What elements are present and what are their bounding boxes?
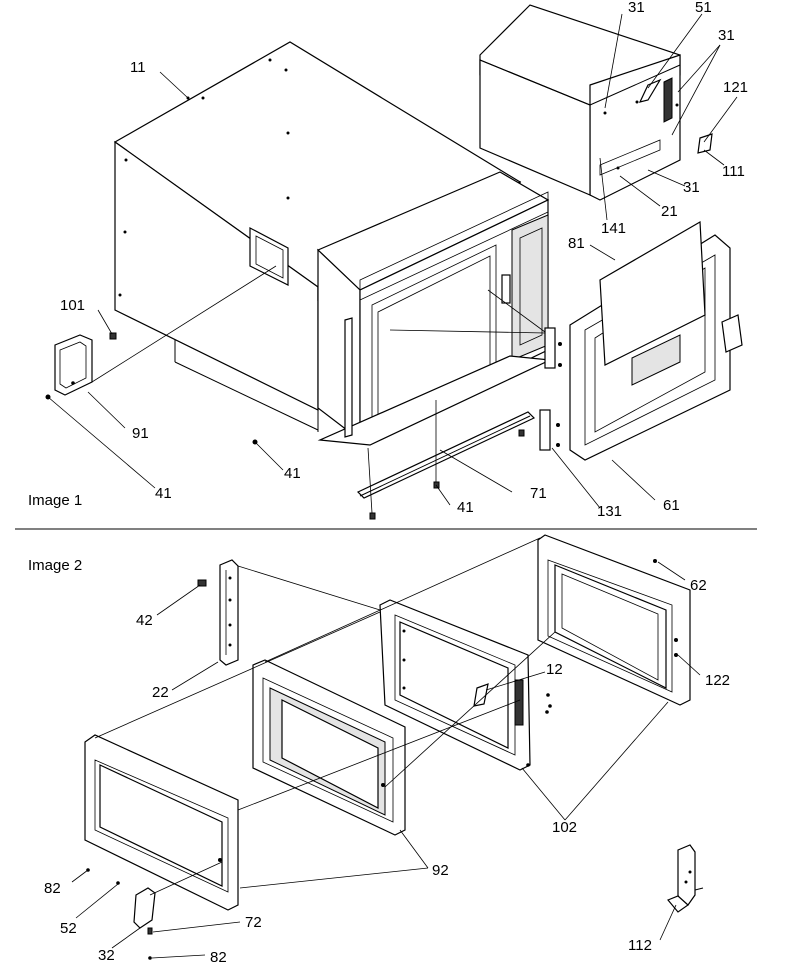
door-assembly xyxy=(539,220,743,461)
outer-door-frame xyxy=(537,534,691,706)
callout-111: 111 xyxy=(722,163,745,180)
callout-31-b: 31 xyxy=(718,27,735,44)
callout-41-c: 41 xyxy=(457,499,474,516)
callout-102: 102 xyxy=(552,819,577,836)
callout-71: 71 xyxy=(530,485,547,502)
callout-141: 141 xyxy=(601,220,626,237)
callout-82-a: 82 xyxy=(44,880,61,897)
middle-door-frame xyxy=(379,599,552,771)
section-label-image-2: Image 2 xyxy=(28,557,82,574)
image-1-exploded-view: 11 31 51 31 121 111 31 21 141 81 101 91 … xyxy=(28,0,748,520)
callout-12: 12 xyxy=(546,661,563,678)
callout-92: 92 xyxy=(432,862,449,879)
callout-42: 42 xyxy=(136,612,153,629)
callout-81: 81 xyxy=(568,235,585,252)
callout-122: 122 xyxy=(705,672,730,689)
callouts-image-2: 42 22 62 12 122 102 92 82 52 32 72 82 11… xyxy=(44,577,730,966)
callout-72: 72 xyxy=(245,914,262,931)
inner-door-panel xyxy=(252,659,406,836)
control-enclosure xyxy=(479,4,713,201)
leader-lines-image-2 xyxy=(71,537,701,959)
callout-101: 101 xyxy=(60,297,85,314)
leader-lines-image-1 xyxy=(47,13,738,514)
side-access-panel xyxy=(45,332,117,400)
callout-131: 131 xyxy=(597,503,622,520)
callout-51: 51 xyxy=(695,0,712,16)
bottom-rail xyxy=(252,411,536,520)
callout-52: 52 xyxy=(60,920,77,937)
callout-121: 121 xyxy=(723,79,748,96)
callout-21: 21 xyxy=(661,203,678,220)
front-door-panel xyxy=(84,734,239,911)
callout-32: 32 xyxy=(98,947,115,964)
callouts-image-1: 11 31 51 31 121 111 31 21 141 81 101 91 … xyxy=(60,0,748,520)
callout-82-b: 82 xyxy=(210,949,227,966)
callout-62: 62 xyxy=(690,577,707,594)
callout-22: 22 xyxy=(152,684,169,701)
callout-112: 112 xyxy=(628,937,652,954)
hinge-bracket xyxy=(197,559,239,666)
latch-assembly xyxy=(667,844,704,913)
section-label-image-1: Image 1 xyxy=(28,492,82,509)
callout-91: 91 xyxy=(132,425,149,442)
oven-chassis xyxy=(316,171,553,446)
callout-31-c: 31 xyxy=(683,179,700,196)
callout-41-a: 41 xyxy=(155,485,172,502)
small-parts xyxy=(86,868,156,960)
callout-41-b: 41 xyxy=(284,465,301,482)
callout-11: 11 xyxy=(130,59,146,76)
callout-61: 61 xyxy=(663,497,680,514)
image-2-exploded-view: Image 2 xyxy=(28,534,730,966)
callout-31-a: 31 xyxy=(628,0,645,16)
